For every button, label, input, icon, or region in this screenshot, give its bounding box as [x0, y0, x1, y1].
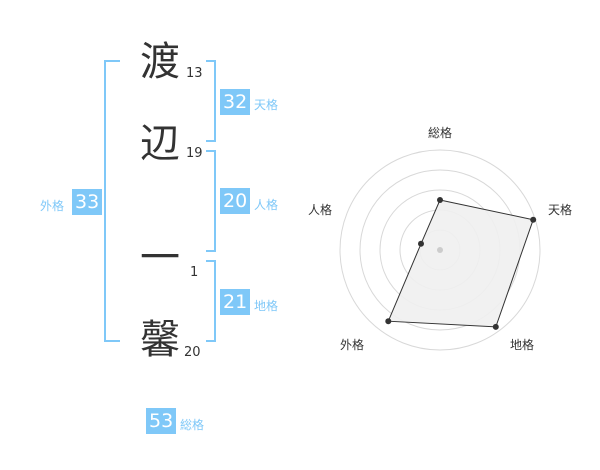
gaikaku-bracket — [104, 60, 120, 342]
radar-grid-ring — [339, 149, 541, 351]
jinkaku-badge: 20 — [220, 188, 251, 214]
stroke-count-3: 1 — [190, 265, 199, 280]
stroke-count-1: 13 — [186, 66, 203, 81]
name-char-3: 一 — [140, 235, 180, 281]
radar-axis-label-chikaku: 地格 — [510, 338, 535, 352]
radar-point-5 — [418, 240, 424, 247]
jinkaku-bracket — [206, 150, 216, 252]
soukaku-label: 総格 — [180, 418, 205, 432]
tenkaku-badge: 32 — [220, 89, 251, 115]
jinkaku-label: 人格 — [254, 198, 279, 212]
radar-point-2 — [530, 216, 537, 223]
radar-axis-label-soukaku: 総格 — [428, 126, 453, 140]
radar-center-dot — [437, 247, 443, 253]
radar-series-polygon — [387, 199, 534, 328]
radar-point-3 — [492, 323, 499, 330]
name-char-1: 渡 — [140, 39, 180, 85]
chikaku-bracket — [206, 260, 216, 342]
radar-axis-label-tenkaku: 天格 — [548, 203, 573, 217]
stroke-count-4: 20 — [184, 345, 201, 360]
stroke-count-2: 19 — [186, 146, 203, 161]
chikaku-label: 地格 — [254, 299, 279, 313]
radar-point-4 — [385, 318, 392, 325]
tenkaku-bracket — [206, 60, 216, 142]
soukaku-badge: 53 — [146, 408, 177, 434]
tenkaku-label: 天格 — [254, 98, 279, 112]
radar-axis-label-gaikaku: 外格 — [340, 338, 365, 352]
chikaku-badge: 21 — [220, 289, 251, 315]
radar-axis-label-jinkaku: 人格 — [308, 203, 333, 217]
gaikaku-label: 外格 — [40, 199, 65, 213]
radar-point-1 — [437, 197, 443, 203]
name-char-4: 馨 — [140, 317, 180, 363]
name-char-2: 辺 — [140, 121, 180, 167]
gaikaku-badge: 33 — [72, 189, 103, 215]
